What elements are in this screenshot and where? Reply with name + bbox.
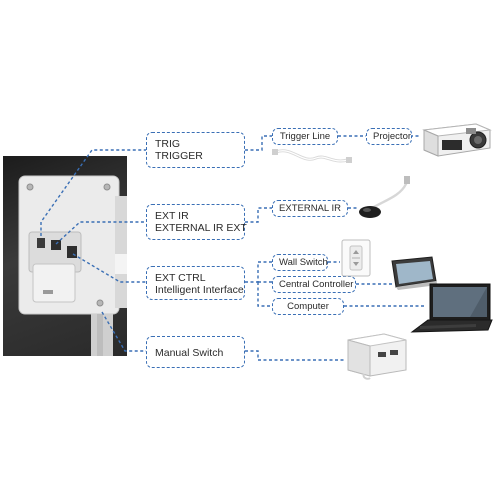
target-computer: Computer bbox=[272, 298, 344, 315]
target-external-ir-label: EXTERNAL IR bbox=[279, 203, 341, 214]
projector-icon bbox=[422, 123, 492, 157]
port-trig-line2: TRIGGER bbox=[155, 150, 203, 162]
port-box-manual-switch: Manual Switch bbox=[146, 336, 245, 368]
wall-switch-icon bbox=[341, 239, 371, 277]
screen-housing-photo bbox=[3, 156, 127, 356]
target-projector: Projector bbox=[366, 128, 412, 145]
port-box-ext-ctrl: EXT CTRL Intelligent Interface bbox=[146, 266, 245, 300]
target-wall-switch: Wall Switch bbox=[272, 254, 328, 271]
port-ext-ir-line1: EXT IR bbox=[155, 210, 189, 222]
port-ext-ctrl-line2: Intelligent Interface bbox=[155, 284, 244, 296]
port-ext-ctrl-line1: EXT CTRL bbox=[155, 272, 206, 284]
laptop-icon bbox=[410, 283, 493, 333]
target-central-controller-label: Central Controller bbox=[279, 279, 354, 290]
touch-panel-icon bbox=[391, 256, 438, 290]
port-trig-line1: TRIG bbox=[155, 138, 181, 150]
target-trigger-line-label: Trigger Line bbox=[279, 131, 331, 142]
ir-receiver-icon bbox=[359, 176, 410, 218]
target-central-controller: Central Controller bbox=[272, 276, 356, 293]
target-projector-label: Projector bbox=[373, 131, 412, 142]
target-wall-switch-label: Wall Switch bbox=[279, 257, 328, 268]
target-trigger-line: Trigger Line bbox=[272, 128, 338, 145]
target-computer-label: Computer bbox=[287, 301, 329, 312]
screen-housing-icon bbox=[18, 175, 127, 356]
port-ext-ir-line2: EXTERNAL IR EXT bbox=[155, 222, 247, 234]
port-box-trig: TRIG TRIGGER bbox=[146, 132, 245, 168]
target-external-ir: EXTERNAL IR bbox=[272, 200, 348, 217]
switch-box-icon bbox=[347, 333, 407, 380]
cable-icon bbox=[272, 149, 352, 163]
port-manual-line1: Manual Switch bbox=[155, 347, 224, 359]
port-box-ext-ir: EXT IR EXTERNAL IR EXT bbox=[146, 204, 247, 240]
